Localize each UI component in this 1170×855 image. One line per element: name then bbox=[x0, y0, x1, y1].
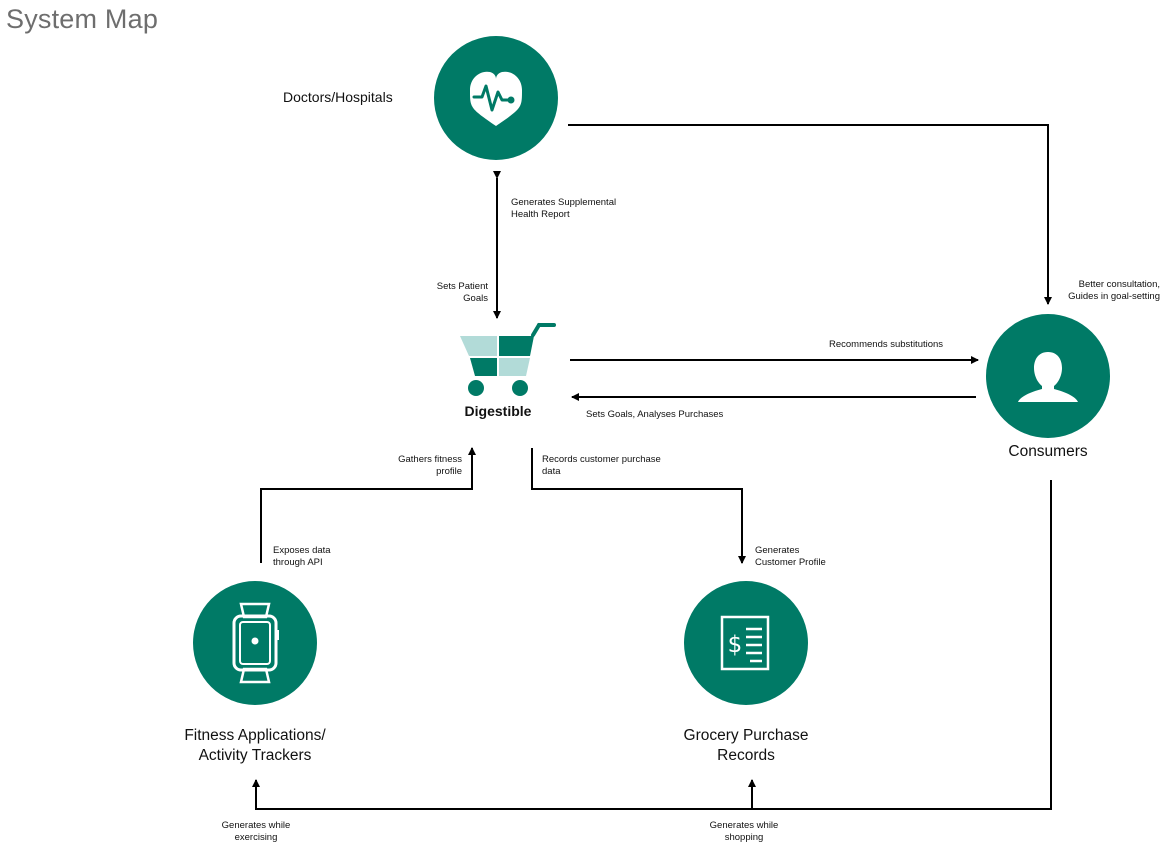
receipt-icon: $ bbox=[720, 615, 770, 671]
connections bbox=[252, 124, 1052, 810]
svg-text:$: $ bbox=[728, 632, 743, 658]
consumers-label: Consumers bbox=[1008, 443, 1088, 460]
edge-label-shopping: Generates while shopping bbox=[709, 820, 779, 843]
fitness-label-line2: Activity Trackers bbox=[198, 747, 312, 764]
grocery-label-line2: Records bbox=[717, 747, 775, 764]
edge-label-customer-profile: Generates Customer Profile bbox=[755, 545, 826, 568]
grocery-label-line1: Grocery Purchase bbox=[683, 727, 809, 744]
heart-pulse-icon bbox=[470, 71, 522, 126]
shopping-cart-icon bbox=[460, 323, 556, 396]
fitness-label-line1: Fitness Applications/ bbox=[184, 727, 326, 744]
edge-consumers-bottom bbox=[252, 480, 1052, 810]
smartwatch-icon bbox=[232, 602, 279, 684]
digestible-label: Digestible bbox=[464, 403, 532, 419]
edge-doctors-consumers bbox=[568, 124, 1052, 305]
edge-label-fitness-profile: Gathers fitness profile bbox=[398, 454, 462, 477]
doctors-label: Doctors/Hospitals bbox=[283, 89, 393, 105]
edge-label-exposes-api: Exposes data through API bbox=[273, 545, 331, 568]
edge-label-consultation: Better consultation, Guides in goal-sett… bbox=[1068, 279, 1160, 302]
edge-label-substitutions: Recommends substitutions bbox=[829, 339, 944, 350]
edge-digestible-grocery bbox=[531, 448, 746, 564]
edge-label-exercising: Generates while exercising bbox=[221, 820, 291, 843]
page-title: System Map bbox=[6, 4, 159, 34]
edge-label-purchase-data: Records customer purchase data bbox=[542, 454, 661, 477]
user-icon bbox=[1018, 352, 1078, 402]
edge-fitness-digestible bbox=[260, 447, 476, 563]
grocery-node bbox=[684, 581, 808, 705]
edge-label-sets-goals: Sets Goals, Analyses Purchases bbox=[586, 409, 724, 420]
edge-label-patient-goals: Sets Patient Goals bbox=[436, 281, 488, 304]
edge-label-health-report: Generates Supplemental Health Report bbox=[511, 197, 617, 220]
